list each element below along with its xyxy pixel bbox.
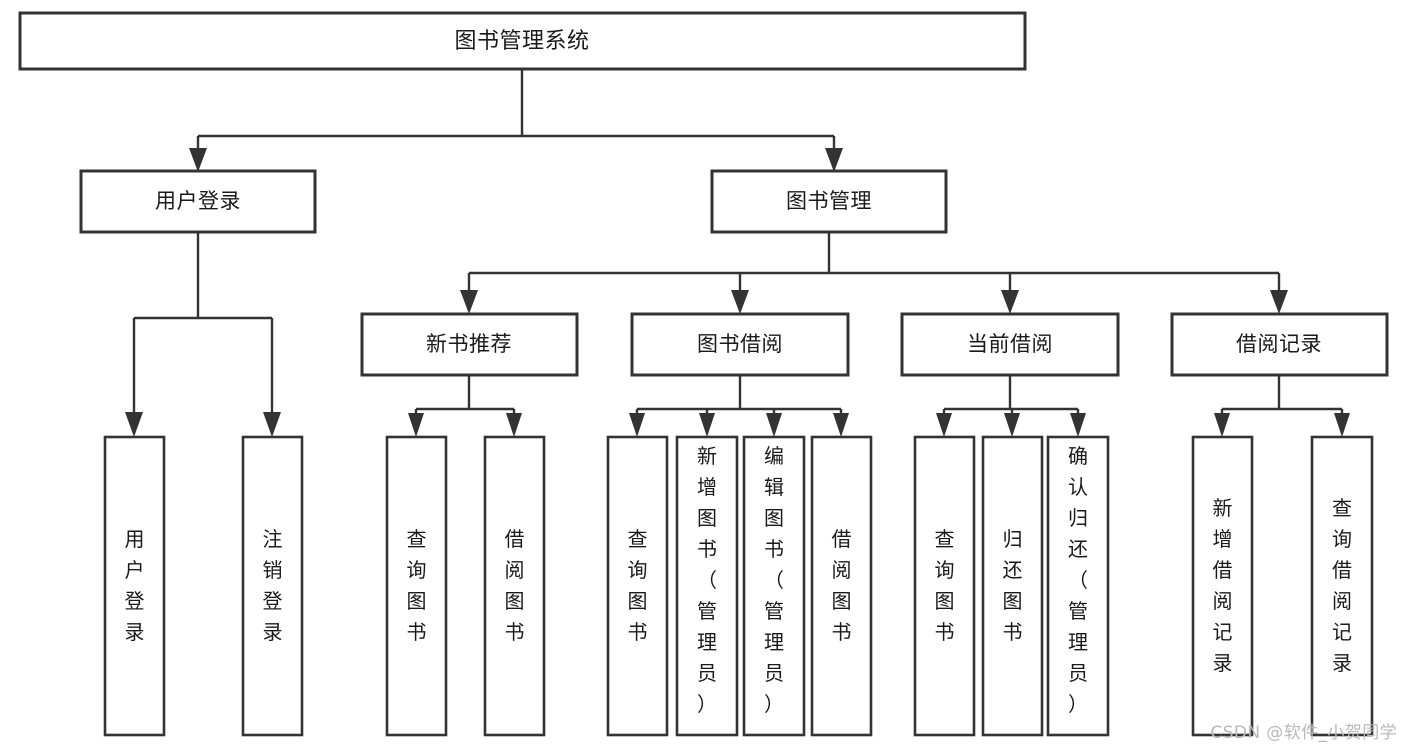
node-leaf-query-book-2-label: 查询图书 [628,527,648,644]
arrow-to-new-book-recommend [460,290,478,314]
arrow-to-leaf-query-book-2 [629,413,645,437]
node-book-manage-box[interactable] [710,169,948,234]
node-user-login-label: 用户登录 [155,189,241,213]
node-root-box[interactable] [18,11,1027,71]
node-borrow-record-box[interactable] [1170,312,1389,377]
node-leaf-return-book-box[interactable] [981,435,1044,737]
node-leaf-query-book-3-label: 查询图书 [935,527,955,644]
node-leaf-confirm-return-label: 确认归还（管理员） [1068,444,1088,716]
node-leaf-user-login-box[interactable] [103,435,166,737]
node-leaf-add-record-label: 新增借阅记录 [1213,496,1233,675]
node-book-manage-label: 图书管理 [786,189,872,213]
node-leaf-query-record[interactable]: 查询借阅记录 [1310,435,1374,737]
node-leaf-borrow-book-1-label: 借阅图书 [505,527,525,644]
arrow-to-leaf-add-book [699,413,715,437]
connector-book-borrow-bus [635,375,843,420]
node-borrow-record-label: 借阅记录 [1236,332,1322,356]
node-leaf-add-book-box[interactable] [675,435,739,737]
connector-new-book-recommend-bus [414,375,516,420]
arrow-to-leaf-borrow-book-1 [506,413,522,437]
node-leaf-add-book-label: 新增图书（管理员） [697,444,717,716]
node-leaf-add-record[interactable]: 新增借阅记录 [1191,435,1254,737]
node-leaf-confirm-return[interactable]: 确认归还（管理员） [1046,435,1110,737]
node-leaf-add-record-box[interactable] [1191,435,1254,737]
node-leaf-query-book-1-box[interactable] [385,435,448,737]
arrow-to-leaf-confirm-return [1070,413,1086,437]
arrow-to-leaf-edit-book [766,413,782,437]
node-leaf-edit-book[interactable]: 编辑图书（管理员） [742,435,806,737]
node-current-borrow-box[interactable] [900,312,1120,377]
node-leaf-confirm-return-box[interactable] [1046,435,1110,737]
node-new-book-recommend-label: 新书推荐 [426,332,512,356]
node-borrow-record[interactable]: 借阅记录 [1170,312,1389,377]
node-user-login[interactable]: 用户登录 [79,169,317,234]
node-root-label: 图书管理系统 [454,29,589,54]
node-leaf-query-book-3-box[interactable] [913,435,976,737]
node-leaf-query-book-2-box[interactable] [606,435,669,737]
arrow-to-leaf-add-record [1214,413,1230,437]
node-leaf-borrow-book-2-box[interactable] [810,435,873,737]
node-book-manage[interactable]: 图书管理 [710,169,948,234]
leaf-node-layer: 用户登录 注销登录 查询图书 借阅图书 查询图书 新增图书（管理员） 编辑图书（管理员） 借阅… [103,435,1374,737]
node-leaf-query-book-1[interactable]: 查询图书 [385,435,448,737]
connector-user-login-bus [132,232,274,420]
node-leaf-borrow-book-1[interactable]: 借阅图书 [483,435,546,737]
arrow-to-leaf-query-book-1 [408,413,424,437]
arrow-to-book-manage [825,148,843,172]
node-leaf-return-book[interactable]: 归还图书 [981,435,1044,737]
node-leaf-logout-box[interactable] [241,435,304,737]
node-book-borrow-box[interactable] [630,312,850,377]
node-leaf-query-record-label: 查询借阅记录 [1332,496,1352,675]
arrow-to-book-borrow [731,290,749,314]
node-leaf-query-book-2[interactable]: 查询图书 [606,435,669,737]
arrow-to-user-login [189,148,207,172]
arrow-to-current-borrow [1001,290,1019,314]
node-leaf-query-book-3[interactable]: 查询图书 [913,435,976,737]
node-leaf-edit-book-box[interactable] [742,435,806,737]
node-current-borrow-label: 当前借阅 [967,332,1053,356]
node-leaf-edit-book-label: 编辑图书（管理员） [764,444,784,716]
arrow-to-leaf-query-record [1334,413,1350,437]
node-layer: 图书管理系统 用户登录 图书管理 新书推荐 图书借阅 当前 [18,11,1389,737]
connector-root-bus [196,69,836,155]
arrow-to-leaf-borrow-book-2 [833,413,849,437]
arrow-to-leaf-user-login [125,412,143,437]
arrow-to-leaf-return-book [1004,413,1020,437]
node-current-borrow[interactable]: 当前借阅 [900,312,1120,377]
node-leaf-logout-label: 注销登录 [263,527,283,644]
node-leaf-borrow-book-2-label: 借阅图书 [832,527,852,644]
connector-book-manage-bus [467,232,1281,298]
arrow-to-leaf-logout [263,412,281,437]
node-leaf-user-login[interactable]: 用户登录 [103,435,166,737]
node-new-book-recommend-box[interactable] [360,312,579,377]
node-leaf-borrow-book-1-box[interactable] [483,435,546,737]
node-book-borrow-label: 图书借阅 [697,332,783,356]
node-book-borrow[interactable]: 图书借阅 [630,312,850,377]
node-leaf-query-record-box[interactable] [1310,435,1374,737]
node-leaf-add-book[interactable]: 新增图书（管理员） [675,435,739,737]
node-leaf-return-book-label: 归还图书 [1003,527,1023,644]
node-new-book-recommend[interactable]: 新书推荐 [360,312,579,377]
node-leaf-borrow-book-2[interactable]: 借阅图书 [810,435,873,737]
node-leaf-query-book-1-label: 查询图书 [407,527,427,644]
node-root[interactable]: 图书管理系统 [18,11,1027,71]
connector-borrow-record-bus [1220,375,1344,420]
node-leaf-user-login-label: 用户登录 [125,527,145,644]
connector-layer [125,69,1350,437]
node-leaf-logout[interactable]: 注销登录 [241,435,304,737]
node-user-login-box[interactable] [79,169,317,234]
arrow-to-leaf-query-book-3 [936,413,952,437]
arrow-to-borrow-record [1270,290,1288,314]
